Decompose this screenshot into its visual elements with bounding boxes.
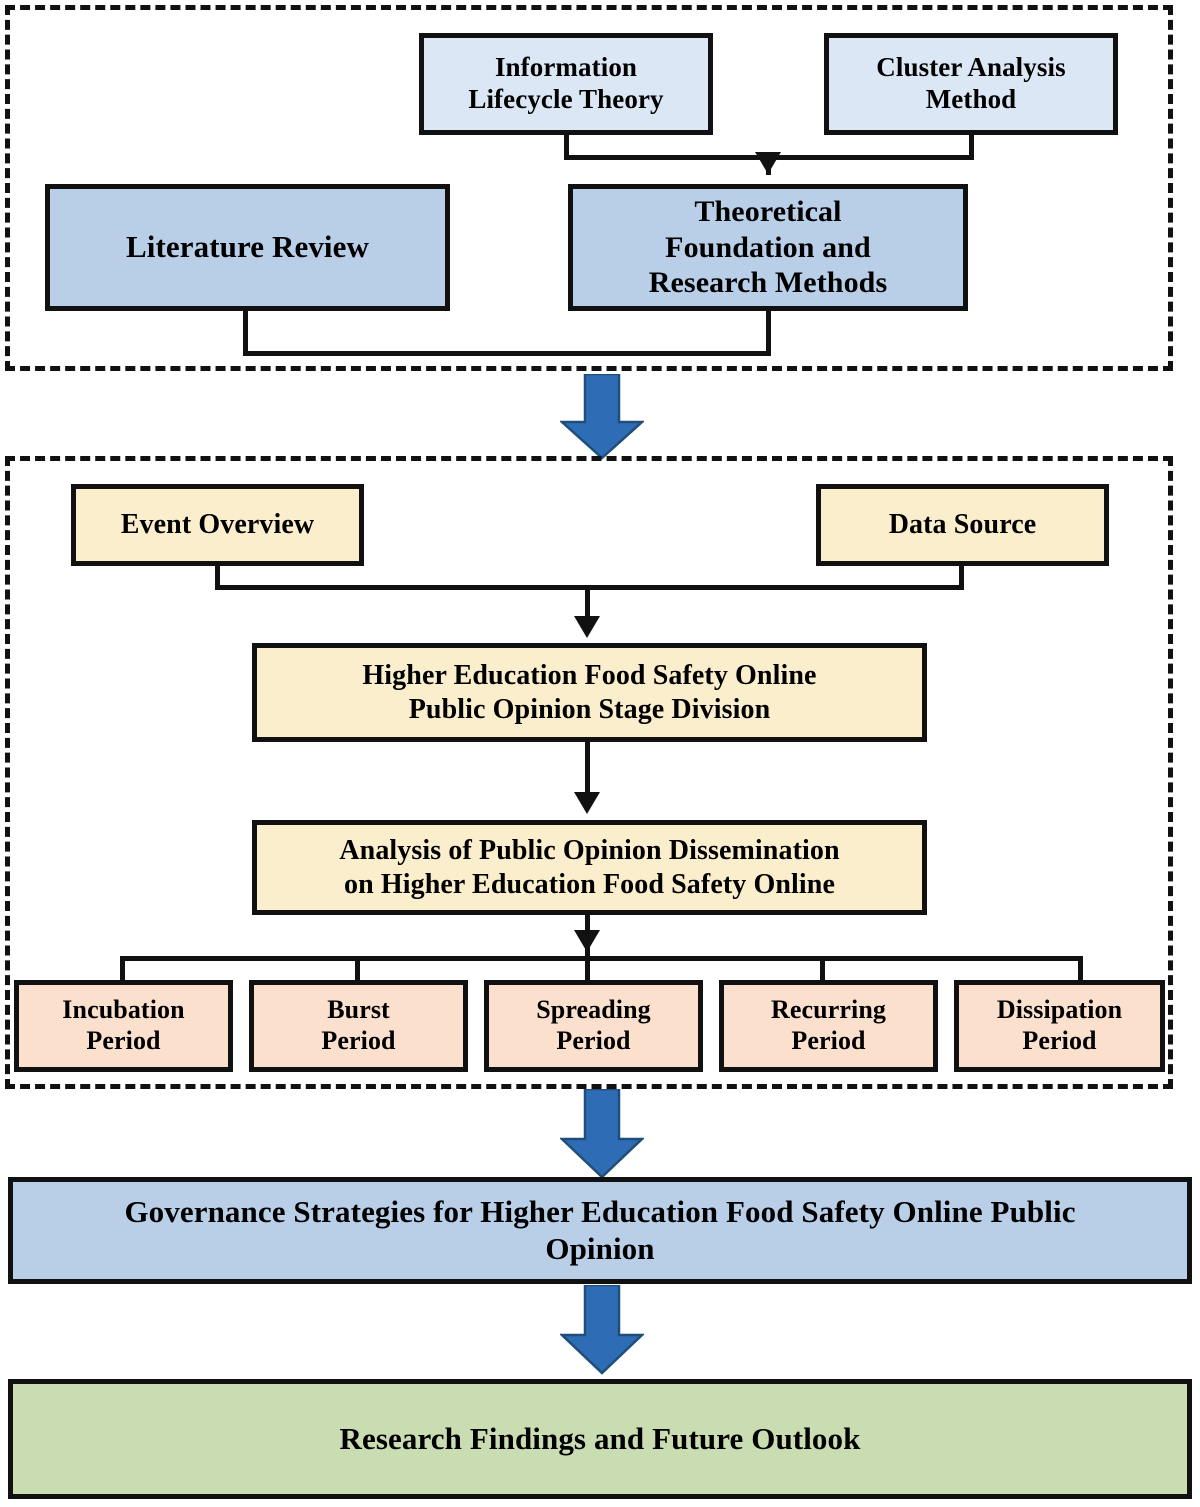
node-label-line2: Period <box>791 1026 866 1055</box>
node-stage-division[interactable]: Higher Education Food Safety Online Publ… <box>252 643 927 742</box>
node-cluster-analysis-method[interactable]: Cluster Analysis Method <box>824 33 1118 135</box>
arrowhead-into-dissemination <box>574 792 600 814</box>
node-label: Data Source <box>888 509 1037 541</box>
node-label-line1: Information <box>494 52 638 83</box>
node-label: Research Findings and Future Outlook <box>339 1420 861 1456</box>
connector-periods-distribution-bar <box>120 956 1083 961</box>
node-label-line2: Period <box>1022 1026 1097 1055</box>
node-literature-review[interactable]: Literature Review <box>45 184 450 311</box>
connector-drop-incubation <box>120 956 125 984</box>
connector-sources-stem <box>585 585 590 623</box>
node-period-spreading[interactable]: Spreading Period <box>484 980 703 1072</box>
connector-drop-burst <box>355 956 360 984</box>
connector-event-overview-down <box>215 566 220 590</box>
node-label-line1: Recurring <box>771 995 886 1025</box>
node-label-line1: Dissipation <box>996 995 1123 1025</box>
node-label-line2: Public Opinion Stage Division <box>408 693 771 725</box>
node-label-line1: Burst <box>327 995 390 1025</box>
block-arrow-analysis-to-governance <box>560 1089 644 1179</box>
connector-literature-down <box>243 311 248 356</box>
connector-data-source-down <box>959 566 964 590</box>
connector-foundation-down <box>766 311 771 356</box>
connector-section1-merge-bar <box>243 351 771 356</box>
node-label-line1: Cluster Analysis <box>876 52 1066 83</box>
section-theory-frame <box>5 5 1173 371</box>
node-label-line2: Opinion <box>545 1230 655 1266</box>
arrowhead-into-stage-division <box>574 616 600 638</box>
node-label-line2: Foundation and <box>665 230 871 264</box>
node-information-lifecycle-theory[interactable]: Information Lifecycle Theory <box>419 33 713 135</box>
node-label-line1: Higher Education Food Safety Online <box>362 660 817 692</box>
connector-drop-spreading <box>585 956 590 984</box>
node-dissemination-analysis[interactable]: Analysis of Public Opinion Dissemination… <box>252 820 927 915</box>
section-analysis-frame <box>5 456 1173 1089</box>
node-label-line3: Research Methods <box>648 266 888 300</box>
arrowhead-into-theoretical-foundation <box>755 152 781 174</box>
node-event-overview[interactable]: Event Overview <box>71 484 364 566</box>
node-research-findings[interactable]: Research Findings and Future Outlook <box>8 1379 1192 1499</box>
node-label-line2: Lifecycle Theory <box>468 84 664 114</box>
node-label-line2: Period <box>556 1026 631 1055</box>
connector-drop-recurring <box>820 956 825 984</box>
node-label-line2: Period <box>321 1026 396 1055</box>
node-data-source[interactable]: Data Source <box>816 484 1109 566</box>
node-label: Literature Review <box>125 229 369 265</box>
block-arrow-governance-to-findings <box>560 1285 644 1375</box>
node-governance-strategies[interactable]: Governance Strategies for Higher Educati… <box>8 1177 1192 1284</box>
arrowhead-into-periods-bar <box>574 930 600 952</box>
node-period-dissipation[interactable]: Dissipation Period <box>954 980 1165 1072</box>
node-label-line1: Incubation <box>62 995 185 1025</box>
node-period-incubation[interactable]: Incubation Period <box>14 980 233 1072</box>
node-label-line2: Method <box>925 84 1017 114</box>
block-arrow-theory-to-analysis <box>560 374 644 460</box>
connector-stage-to-dissemination <box>585 742 590 797</box>
node-label-line1: Theoretical <box>694 195 842 229</box>
node-label-line1: Spreading <box>536 995 651 1025</box>
node-label-line2: Period <box>86 1026 161 1055</box>
connector-cam-down <box>969 135 974 160</box>
node-label-line1: Analysis of Public Opinion Dissemination <box>339 835 840 867</box>
node-period-recurring[interactable]: Recurring Period <box>719 980 938 1072</box>
connector-ilt-down <box>564 135 569 160</box>
node-period-burst[interactable]: Burst Period <box>249 980 468 1072</box>
node-theoretical-foundation[interactable]: Theoretical Foundation and Research Meth… <box>568 184 968 311</box>
node-label: Event Overview <box>120 509 315 541</box>
node-label-line2: on Higher Education Food Safety Online <box>343 868 835 900</box>
node-label-line1: Governance Strategies for Higher Educati… <box>124 1193 1076 1229</box>
connector-drop-dissipation <box>1078 956 1083 984</box>
